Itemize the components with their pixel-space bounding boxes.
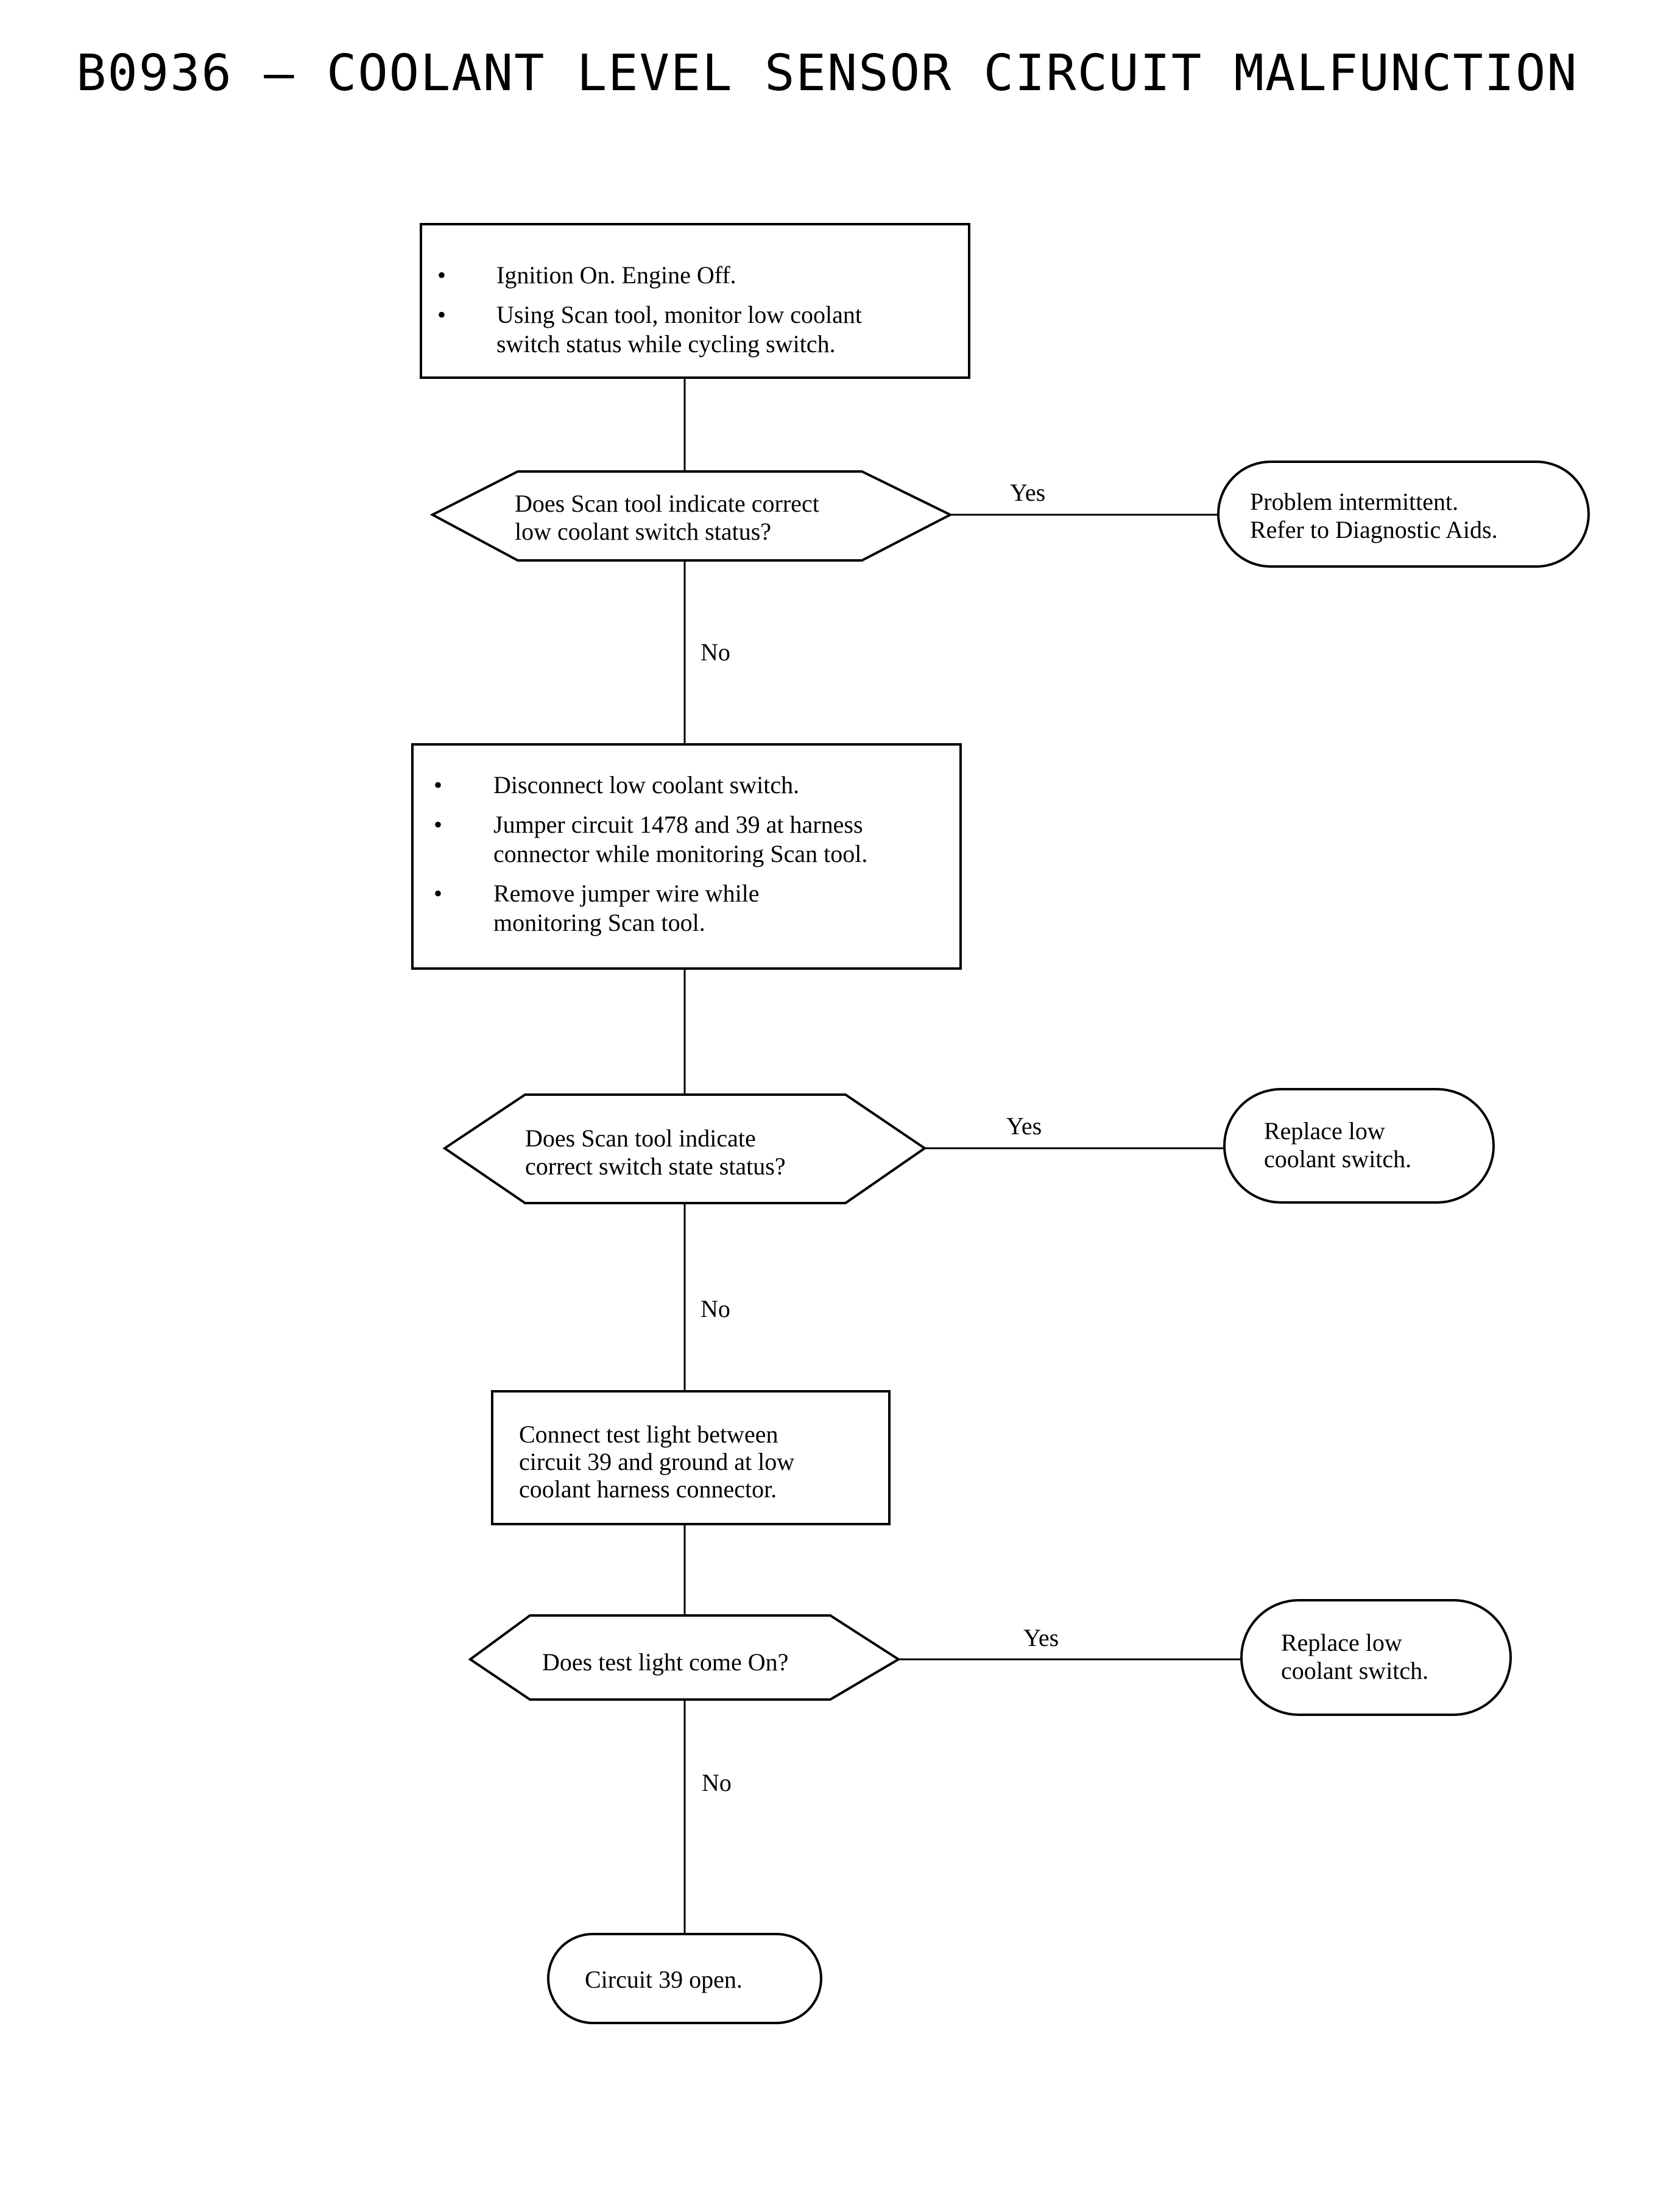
decision1-line-1: Does Scan tool indicate correct: [515, 490, 819, 517]
result3-line-1: Replace low: [1281, 1629, 1402, 1656]
decision2-line-2: correct switch state status?: [525, 1153, 786, 1180]
decision3-hexagon: Does test light come On?: [468, 1614, 901, 1701]
result2-line-2: coolant switch.: [1264, 1145, 1411, 1173]
step2-item-2-line-1: Jumper circuit 1478 and 39 at harness: [493, 811, 863, 838]
result2-line-1: Replace low: [1264, 1117, 1385, 1145]
step3-box: Connect test light between circuit 39 an…: [491, 1390, 891, 1525]
decision3-no-label: No: [702, 1769, 732, 1796]
decision1-yes-label: Yes: [1010, 479, 1045, 506]
step1-bullet-2: •: [437, 301, 446, 328]
result1-line-1: Problem intermittent.: [1250, 488, 1458, 515]
step1-bullet-1: •: [437, 261, 446, 289]
decision2-yes-label: Yes: [1006, 1112, 1042, 1140]
step2-box: • Disconnect low coolant switch. • Jumpe…: [411, 743, 962, 970]
step3-line-1: Connect test light between: [519, 1421, 778, 1448]
step2-bullet-1: •: [434, 771, 442, 799]
decision1-hexagon: Does Scan tool indicate correct low cool…: [429, 470, 953, 562]
step1-item-1-line-1: Ignition On. Engine Off.: [496, 261, 736, 289]
step3-line-3: coolant harness connector.: [519, 1475, 777, 1503]
decision3-yes-label: Yes: [1023, 1624, 1059, 1651]
decision2-line-1: Does Scan tool indicate: [525, 1124, 756, 1152]
page-title: B0936 – COOLANT LEVEL SENSOR CIRCUIT MAL…: [76, 44, 1578, 102]
step2-item-2-line-2: connector while monitoring Scan tool.: [493, 840, 867, 867]
result3-line-2: coolant switch.: [1281, 1657, 1428, 1684]
result1-terminal: Problem intermittent. Refer to Diagnosti…: [1217, 461, 1590, 568]
result2-terminal: Replace low coolant switch.: [1223, 1088, 1495, 1204]
final-terminal: Circuit 39 open.: [547, 1933, 822, 2024]
step2-item-1-line-1: Disconnect low coolant switch.: [493, 771, 799, 799]
decision2-hexagon: Does Scan tool indicate correct switch s…: [442, 1093, 927, 1204]
step1-box: • Ignition On. Engine Off. • Using Scan …: [420, 223, 970, 379]
decision1-line-2: low coolant switch status?: [515, 518, 771, 545]
step1-item-2-line-2: switch status while cycling switch.: [496, 330, 836, 358]
result1-line-2: Refer to Diagnostic Aids.: [1250, 516, 1498, 543]
step2-bullet-2: •: [434, 811, 442, 838]
step2-item-3-line-2: monitoring Scan tool.: [493, 909, 705, 936]
step2-item-3-line-1: Remove jumper wire while: [493, 880, 760, 907]
result3-terminal: Replace low coolant switch.: [1240, 1599, 1512, 1716]
decision3-line-1: Does test light come On?: [542, 1648, 788, 1676]
decision1-no-label: No: [701, 638, 730, 666]
step3-line-2: circuit 39 and ground at low: [519, 1448, 794, 1475]
final-line-1: Circuit 39 open.: [585, 1966, 743, 1993]
step2-bullet-3: •: [434, 880, 442, 907]
decision2-no-label: No: [701, 1295, 730, 1322]
step1-item-2-line-1: Using Scan tool, monitor low coolant: [496, 301, 862, 328]
